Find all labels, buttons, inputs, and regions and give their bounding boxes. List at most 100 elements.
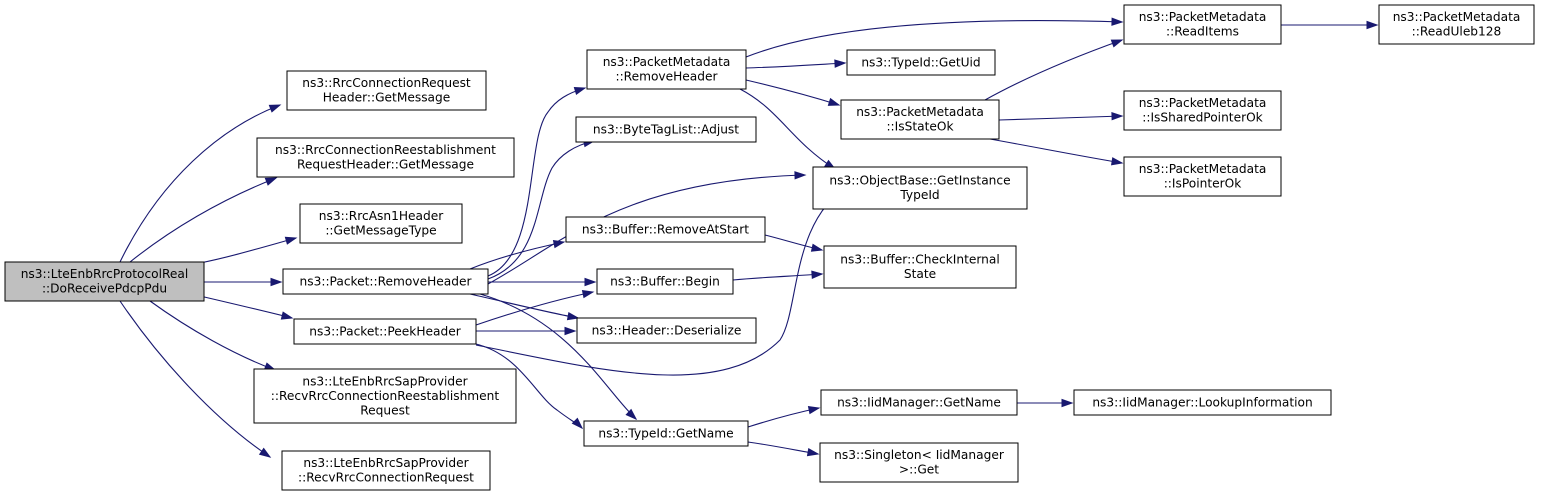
node-buf-begin[interactable]: ns3::Buffer::Begin: [596, 268, 734, 295]
node-box[interactable]: [293, 318, 477, 345]
node-label: State: [904, 267, 936, 281]
node-box[interactable]: [256, 137, 515, 178]
node-label: ::IsSharedPointerOk: [1142, 111, 1263, 125]
node-box[interactable]: [281, 450, 491, 491]
node-box[interactable]: [596, 268, 734, 295]
edge-root-to-asn1_getmsgtype: [199, 236, 298, 264]
node-label: ns3::ByteTagList::Adjust: [593, 122, 739, 136]
edge-pkt_peekheader-to-buf_begin: [475, 290, 595, 326]
node-box[interactable]: [576, 317, 757, 344]
edge-line: [199, 295, 293, 319]
node-box[interactable]: [812, 166, 1028, 210]
node-label: ns3::LteEnbRrcProtocolReal: [21, 267, 189, 281]
node-label: >::Get: [899, 463, 939, 477]
node-asn1-getmsgtype[interactable]: ns3::RrcAsn1Header::GetMessageType: [299, 203, 463, 244]
edge-line: [745, 20, 1123, 58]
node-pm-removeheader[interactable]: ns3::PacketMetadata::RemoveHeader: [586, 49, 747, 90]
edge-pm_isstateok-to-pm_ispointerok: [989, 138, 1124, 166]
node-box[interactable]: [4, 261, 205, 302]
node-box[interactable]: [565, 216, 766, 243]
node-label: Request: [360, 403, 410, 417]
edge-pkt_peekheader-to-typeid_getname: [475, 343, 584, 430]
node-pm-readitems[interactable]: ns3::PacketMetadata::ReadItems: [1123, 4, 1282, 45]
node-box[interactable]: [282, 268, 489, 295]
node-typeid-getuid[interactable]: ns3::TypeId::GetUid: [846, 49, 996, 76]
node-box[interactable]: [840, 99, 1000, 140]
arrowhead-icon: [834, 59, 847, 68]
edge-pm_removeheader-to-typeid_getuid: [745, 59, 847, 69]
node-box[interactable]: [823, 245, 1017, 289]
edge-pkt_peekheader-to-hdr_deserialize: [476, 326, 577, 336]
arrowhead-icon: [258, 447, 272, 458]
node-buf-removeatstart[interactable]: ns3::Buffer::RemoveAtStart: [565, 216, 766, 243]
edge-root-to-pkt_peekheader: [199, 295, 294, 320]
node-hdr-deserialize[interactable]: ns3::Header::Deserialize: [576, 317, 757, 344]
edge-line: [732, 273, 823, 281]
edge-root-to-rrc_reest_getmsg: [129, 177, 278, 263]
arrowhead-icon: [1111, 17, 1124, 26]
edge-root-to-sap_recv_req: [119, 300, 272, 458]
node-pm-ispointerok[interactable]: ns3::PacketMetadata::IsPointerOk: [1123, 156, 1282, 197]
node-btl-adjust[interactable]: ns3::ByteTagList::Adjust: [575, 116, 757, 143]
edge-pkt_removeheader-to-pm_removeheader: [487, 86, 587, 277]
arrowhead-icon: [264, 177, 278, 186]
node-typeid-getname[interactable]: ns3::TypeId::GetName: [583, 420, 749, 447]
edge-pkt_removeheader-to-buf_begin: [487, 277, 597, 287]
node-sap-recv-req[interactable]: ns3::LteEnbRrcSapProvider::RecvRrcConnec…: [281, 450, 491, 491]
node-rrc-req-getmsg[interactable]: ns3::RrcConnectionRequestHeader::GetMess…: [286, 70, 487, 111]
node-pm-isstateok[interactable]: ns3::PacketMetadata::IsStateOk: [840, 99, 1000, 140]
arrowhead-icon: [1366, 20, 1379, 30]
node-box[interactable]: [575, 116, 757, 143]
arrowhead-icon: [566, 312, 580, 321]
node-label: ::RecvRrcConnectionRequest: [298, 471, 474, 485]
node-sap-recv-reest[interactable]: ns3::LteEnbRrcSapProvider::RecvRrcConnec…: [253, 368, 517, 424]
node-label: ns3::ObjectBase::GetInstance: [829, 174, 1010, 188]
arrowhead-icon: [625, 408, 638, 421]
node-box[interactable]: [846, 49, 996, 76]
node-pm-readuleb128[interactable]: ns3::PacketMetadata::ReadUleb128: [1378, 4, 1535, 45]
node-iid-lookupinfo[interactable]: ns3::IidManager::LookupInformation: [1073, 389, 1332, 416]
node-label: RequestHeader::GetMessage: [297, 158, 474, 172]
node-root[interactable]: ns3::LteEnbRrcProtocolReal::DoReceivePdc…: [4, 261, 205, 302]
node-pm-issharedpointerok[interactable]: ns3::PacketMetadata::IsSharedPointerOk: [1123, 90, 1282, 131]
edge-iid_getname-to-iid_lookupinfo: [1017, 398, 1074, 408]
arrowhead-icon: [581, 290, 595, 299]
arrowhead-icon: [810, 243, 824, 252]
node-box[interactable]: [1123, 90, 1282, 131]
node-box[interactable]: [583, 420, 749, 447]
node-box[interactable]: [1073, 389, 1332, 416]
arrowhead-icon: [794, 171, 807, 180]
node-rrc-reest-getmsg[interactable]: ns3::RrcConnectionReestablishmentRequest…: [256, 137, 515, 178]
node-label: ::ReadItems: [1166, 25, 1239, 39]
node-box[interactable]: [586, 49, 747, 90]
edge-line: [487, 87, 586, 277]
node-pkt-removeheader[interactable]: ns3::Packet::RemoveHeader: [282, 268, 489, 295]
call-graph-nodes: ns3::LteEnbRrcProtocolReal::DoReceivePdc…: [4, 4, 1535, 491]
edge-line: [989, 138, 1123, 164]
node-box[interactable]: [820, 389, 1018, 416]
edge-pm_isstateok-to-pm_issharedpointerok: [998, 112, 1124, 121]
node-label: ns3::PacketMetadata: [1139, 162, 1267, 176]
node-singleton-get[interactable]: ns3::Singleton< IidManager>::Get: [819, 442, 1019, 483]
node-pkt-peekheader[interactable]: ns3::Packet::PeekHeader: [293, 318, 477, 345]
arrowhead-icon: [1061, 398, 1074, 408]
node-box[interactable]: [1378, 4, 1535, 45]
node-box[interactable]: [819, 442, 1019, 483]
node-label: ns3::PacketMetadata: [1393, 10, 1521, 24]
node-label: TypeId: [899, 188, 939, 202]
arrowhead-icon: [811, 270, 824, 279]
node-box[interactable]: [1123, 156, 1282, 197]
node-label: ns3::Buffer::CheckInternal: [840, 253, 1000, 267]
node-label: ns3::Singleton< IidManager: [834, 448, 1005, 462]
edge-line: [119, 104, 281, 263]
arrowhead-icon: [1110, 157, 1124, 166]
node-iid-getname[interactable]: ns3::IidManager::GetName: [820, 389, 1018, 416]
node-box[interactable]: [1123, 4, 1282, 45]
node-box[interactable]: [286, 70, 487, 111]
node-box[interactable]: [253, 368, 517, 424]
node-box[interactable]: [299, 203, 463, 244]
edge-typeid_getname-to-iid_getname: [747, 406, 821, 428]
